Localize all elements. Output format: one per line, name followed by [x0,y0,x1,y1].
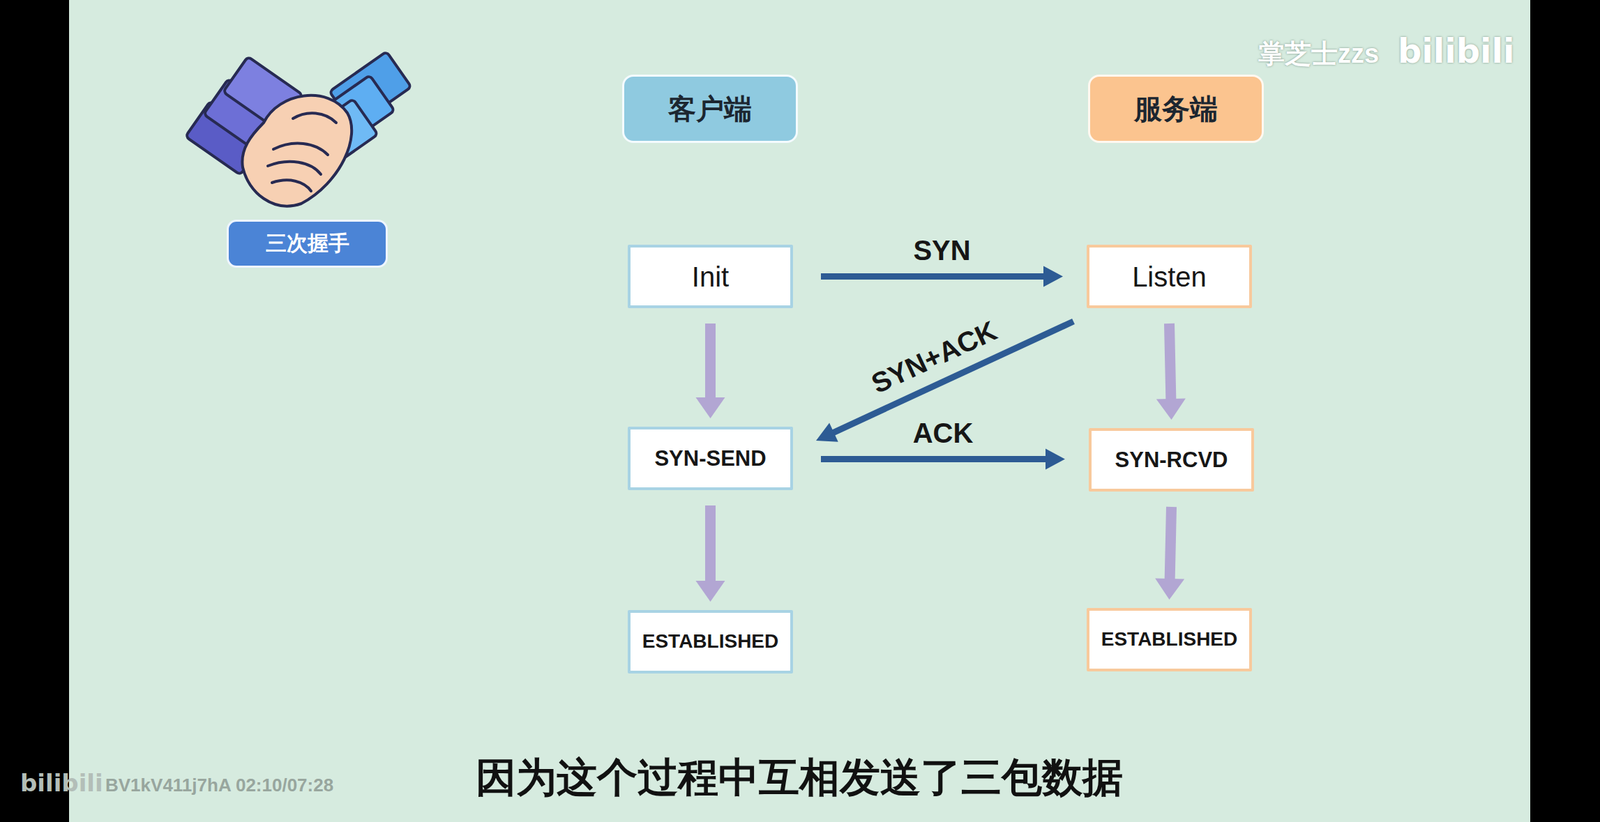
node-text: Listen [1131,260,1207,293]
packet-label: ACK [912,417,974,450]
arrowhead [1156,398,1186,420]
connector-line [820,273,1045,280]
arrowhead [696,580,726,602]
node-text: Init [691,260,729,293]
packet-label: SYN [912,234,971,267]
connector-line [1169,507,1172,581]
state-box: SYN-RCVD [1088,428,1255,492]
packet-arrow [820,266,1063,288]
node-text: SYN-SEND [654,446,766,472]
video-id-timestamp: BV1kV411j7hA 02:10/07:28 [105,775,334,797]
watermark: 掌芝士zzs [1258,39,1379,70]
connector-line [705,505,716,583]
state-transition-arrow [1156,323,1186,420]
arrowhead [816,423,839,443]
state-box: SYN-SEND [627,426,794,491]
server-header: 服务端 [1088,74,1264,143]
node-text: ESTABLISHED [642,630,780,653]
state-box: ESTABLISHED [1086,608,1252,672]
state-transition-arrow [696,505,726,602]
connector-line [820,456,1047,463]
bilibili-logo: bilibili [1397,32,1515,71]
client-header: 客户端 [622,74,798,143]
node-text: 客户端 [668,92,752,125]
node-text: 三次握手 [265,231,350,256]
node-text: ESTABLISHED [1101,628,1239,651]
packet-arrow [820,449,1066,471]
arrowhead [696,397,726,419]
bilibili-logo: bilibili [20,770,104,798]
state-box: Init [627,244,794,309]
arrowhead [1045,449,1066,471]
state-transition-arrow [696,323,726,419]
arrowhead [1155,578,1185,600]
connector-line [705,323,716,399]
state-box: Listen [1086,244,1252,309]
node-text: SYN-RCVD [1115,447,1229,473]
topic-badge: 三次握手 [226,219,388,268]
subtitle: 因为这个过程中互相发送了三包数据 [475,754,1123,802]
state-transition-arrow [1155,507,1185,600]
node-text: 服务端 [1134,92,1218,125]
state-box: ESTABLISHED [627,610,794,674]
arrowhead [1043,266,1063,288]
connector-line [1169,323,1172,401]
